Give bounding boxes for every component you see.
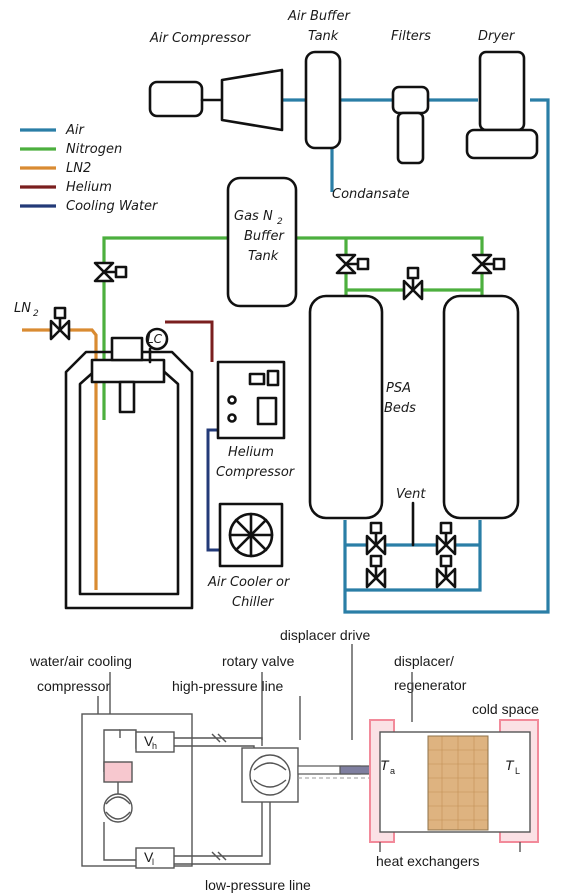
displacer-cylinder xyxy=(369,719,539,843)
cold-space-label: cold space xyxy=(472,701,539,717)
helium-piping xyxy=(165,320,214,362)
rotary-valve-label: rotary valve xyxy=(222,653,295,669)
air-cooler-label-1: Air Cooler or xyxy=(207,575,291,590)
ln2-piping xyxy=(22,328,98,590)
gas-n2-label-2: Buffer xyxy=(244,229,286,244)
helium-compressor-label-2: Compressor xyxy=(216,465,296,480)
helium-compressor xyxy=(216,360,286,440)
high-pressure-line-label: high-pressure line xyxy=(172,678,283,694)
heat-exchanger-leaders xyxy=(379,842,521,852)
compressor-unit xyxy=(81,713,193,869)
filters-label: Filters xyxy=(391,29,431,44)
legend-label-nitrogen: Nitrogen xyxy=(66,142,122,157)
valve-6 xyxy=(365,521,387,556)
ln2-label-sub: 2 xyxy=(33,309,39,319)
valve-7 xyxy=(435,521,457,556)
displacer-drive-label: displacer drive xyxy=(280,627,370,643)
psa-label-2: Beds xyxy=(384,401,416,416)
vl-label: V xyxy=(144,849,154,865)
gas-n2-label-sub: 2 xyxy=(277,217,283,227)
legend-label-cooling_water: Cooling Water xyxy=(66,199,159,214)
legend-label-air: Air xyxy=(65,123,86,138)
valve-4 xyxy=(402,266,424,301)
psa-label-1: PSA xyxy=(386,381,411,396)
helium-compressor-label-1: Helium xyxy=(228,445,274,460)
heat-exchangers-label: heat exchangers xyxy=(376,853,480,869)
legend-label-ln2: LN2 xyxy=(66,161,91,176)
tl-label-sub: L xyxy=(515,766,520,776)
psa-beds xyxy=(308,294,520,520)
valve-2 xyxy=(335,253,370,275)
compressor-label: compressor xyxy=(37,678,110,694)
legend-label-helium: Helium xyxy=(66,180,112,195)
gas-n2-label-3: Tank xyxy=(248,249,279,264)
valve-9 xyxy=(435,554,457,589)
dewar xyxy=(64,327,194,610)
gas-n2-label-1: Gas N xyxy=(234,209,273,224)
valves xyxy=(49,253,506,589)
rotary-valve xyxy=(241,747,299,803)
vl-label-sub: l xyxy=(152,857,154,867)
air-cooler-label-2: Chiller xyxy=(232,595,275,610)
vh-label-sub: h xyxy=(152,741,157,751)
cooling-water-piping xyxy=(206,428,220,552)
displacer-regenerator-label-2: regenerator xyxy=(394,677,467,693)
valve-3 xyxy=(471,253,506,275)
air-buffer-tank-label-1: Air Buffer xyxy=(287,9,352,24)
air-buffer-tank-label-2: Tank xyxy=(308,29,339,44)
displacer-regenerator-label-1: displacer/ xyxy=(394,653,454,669)
valve-5 xyxy=(49,306,71,341)
dryer-label: Dryer xyxy=(478,29,516,44)
ta-label-sub: a xyxy=(390,766,395,776)
tl-label: T xyxy=(505,757,515,773)
valve-1 xyxy=(93,261,128,283)
dryer xyxy=(465,50,539,160)
condensate-label: Condansate xyxy=(332,187,410,202)
gas-n2-buffer-tank: Gas N 2 Buffer Tank xyxy=(226,176,298,308)
ln2-label: LN xyxy=(14,301,31,316)
valve-8 xyxy=(365,554,387,589)
lc-label: LC xyxy=(147,332,163,346)
ta-label: T xyxy=(380,757,390,773)
vent-label: Vent xyxy=(396,487,426,502)
air-buffer-tank xyxy=(304,50,342,150)
vh-label: V xyxy=(144,733,154,749)
air-compressor-label: Air Compressor xyxy=(149,31,252,46)
filters xyxy=(391,85,430,165)
air-piping xyxy=(282,98,550,614)
air-compressor xyxy=(148,68,284,132)
low-pressure-line-label: low-pressure line xyxy=(205,877,311,893)
water-air-cooling-label: water/air cooling xyxy=(29,653,132,669)
air-cooler xyxy=(218,502,284,568)
